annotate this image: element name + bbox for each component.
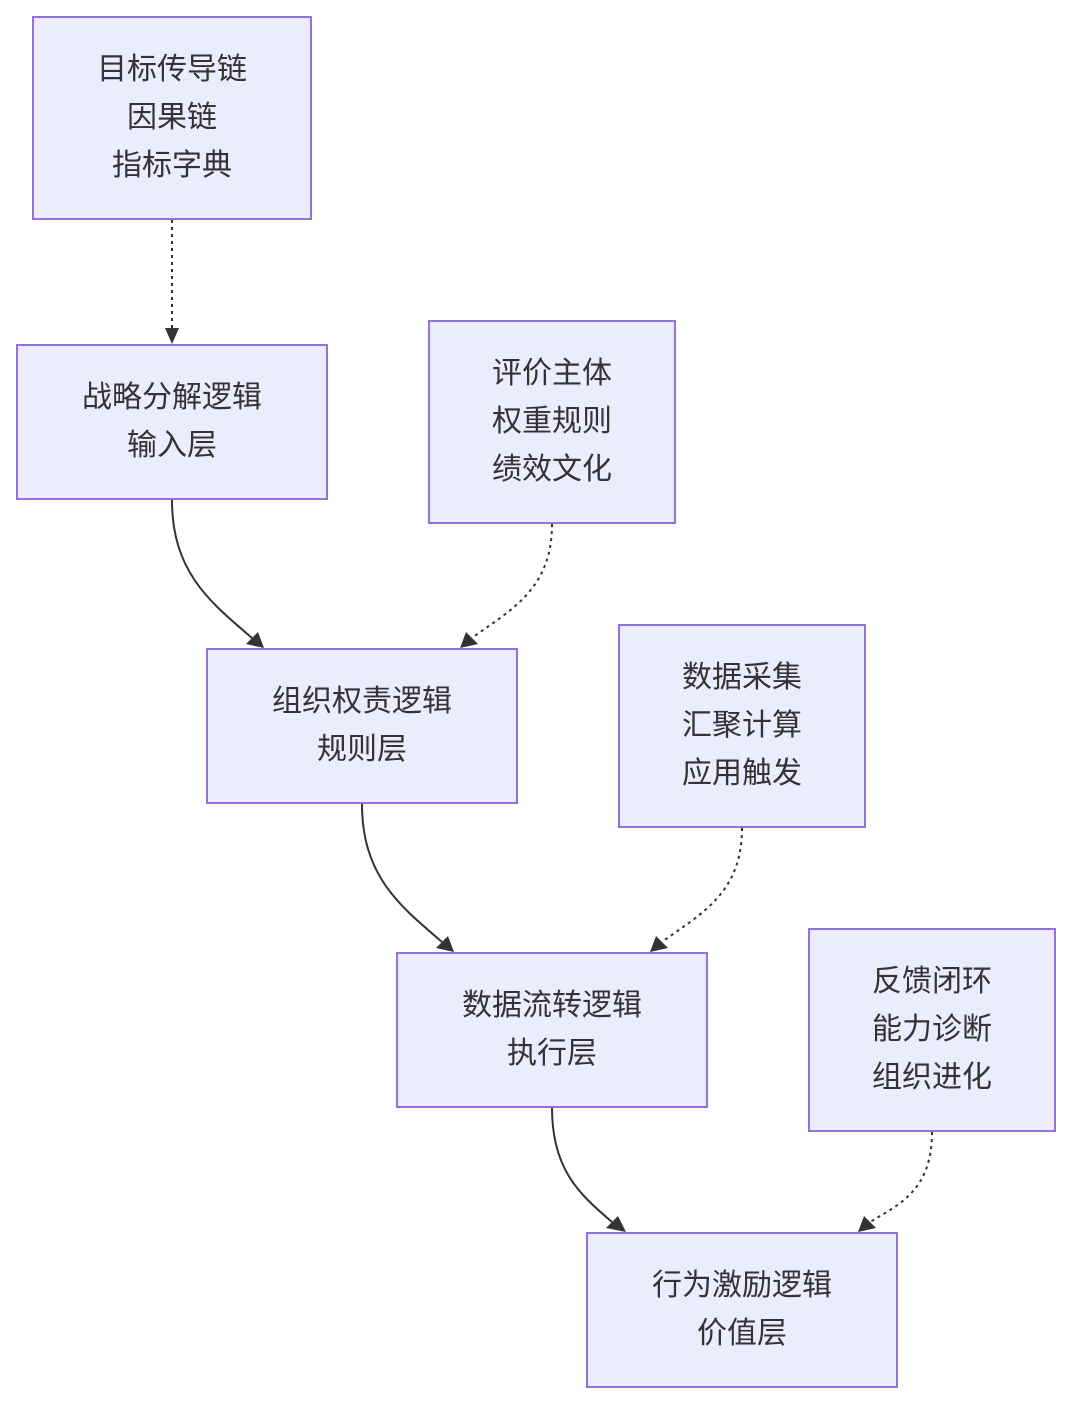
node-evaluation: 评价主体 权重规则 绩效文化	[428, 320, 676, 524]
node-feedback-line-3: 组织进化	[872, 1060, 992, 1095]
arrowhead-strategy-to-org	[246, 632, 264, 648]
node-org-rule-layer: 组织权责逻辑 规则层	[206, 648, 518, 804]
arrowhead-evaluate-to-org	[460, 632, 478, 648]
edge-data-to-flow	[661, 827, 743, 943]
node-strategy-input-layer: 战略分解逻辑 输入层	[16, 344, 328, 500]
node-feedback-loop: 反馈闭环 能力诊断 组织进化	[808, 928, 1056, 1132]
edge-org-to-flow	[361, 803, 443, 943]
node-feedback-line-1: 反馈闭环	[872, 964, 992, 999]
arrowhead-flow-to-incentive	[606, 1216, 626, 1232]
node-org-line-2: 规则层	[317, 732, 407, 767]
node-data-line-2: 汇聚计算	[682, 708, 802, 743]
node-incentive-line-2: 价值层	[697, 1316, 787, 1351]
edge-flow-to-incentive	[551, 1107, 613, 1223]
node-flow-line-2: 执行层	[507, 1036, 597, 1071]
node-data-line-3: 应用触发	[682, 756, 802, 791]
node-goal-chain: 目标传导链 因果链 指标字典	[32, 16, 312, 220]
node-goal-line-2: 因果链	[127, 100, 217, 135]
arrowhead-feedback-to-incentive	[858, 1216, 876, 1232]
arrowhead-goal-to-strategy	[165, 328, 179, 344]
node-flow-execution-layer: 数据流转逻辑 执行层	[396, 952, 708, 1108]
node-evaluate-line-1: 评价主体	[492, 356, 612, 391]
node-flow-line-1: 数据流转逻辑	[462, 988, 642, 1023]
node-org-line-1: 组织权责逻辑	[272, 684, 452, 719]
node-evaluate-line-2: 权重规则	[492, 404, 612, 439]
edge-evaluate-to-org	[471, 523, 553, 639]
arrowhead-data-to-flow	[650, 936, 668, 952]
node-goal-line-1: 目标传导链	[97, 52, 247, 87]
node-evaluate-line-3: 绩效文化	[492, 452, 612, 487]
node-data-pipeline: 数据采集 汇聚计算 应用触发	[618, 624, 866, 828]
node-strategy-line-1: 战略分解逻辑	[82, 380, 262, 415]
node-goal-line-3: 指标字典	[112, 148, 232, 183]
node-data-line-1: 数据采集	[682, 660, 802, 695]
node-feedback-line-2: 能力诊断	[872, 1012, 992, 1047]
edge-feedback-to-incentive	[869, 1131, 933, 1223]
node-incentive-line-1: 行为激励逻辑	[652, 1268, 832, 1303]
arrowhead-org-to-flow	[436, 936, 454, 952]
node-incentive-value-layer: 行为激励逻辑 价值层	[586, 1232, 898, 1388]
edge-strategy-to-org	[171, 499, 253, 639]
node-strategy-line-2: 输入层	[127, 428, 217, 463]
